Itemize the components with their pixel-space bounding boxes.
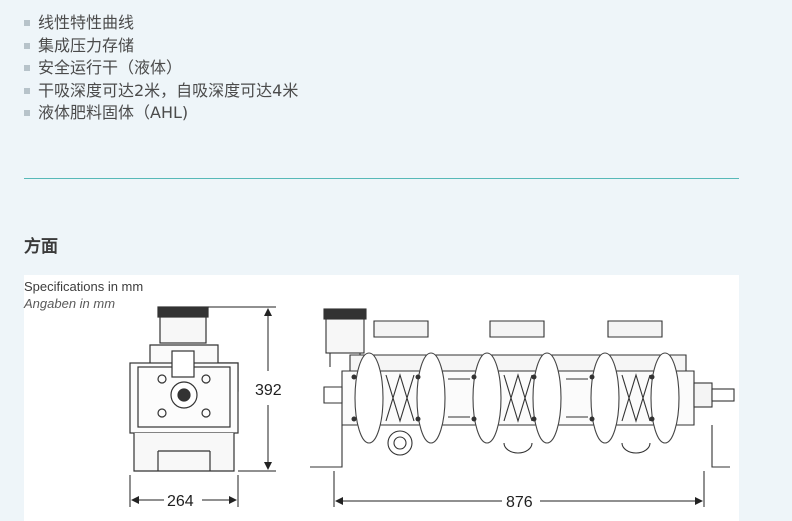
section-title: 方面 [24,237,58,257]
feature-item: 集成压力存储 [24,35,298,58]
feature-item: 干吸深度可达2米，自吸深度可达4米 [24,80,298,103]
bullet-icon [24,110,30,117]
feature-item: 液体肥料固体（AHL) [24,102,298,125]
feature-text: 液体肥料固体（AHL) [38,103,189,122]
spec-units-en: Specifications in mm [24,279,144,294]
front-width-dimension [129,475,239,507]
pump-drawing-svg: 392 264 [129,306,735,511]
pump-front-view [129,306,239,472]
dimension-drawing: Specifications in mm Angaben in mm [24,275,739,521]
feature-list: 线性特性曲线 集成压力存储 安全运行干（液体） 干吸深度可达2米，自吸深度可达4… [24,12,298,125]
pump-side-view [310,308,735,468]
bullet-icon [24,87,30,94]
feature-text: 线性特性曲线 [38,13,135,32]
section-divider [24,178,739,179]
feature-text: 安全运行干（液体） [38,58,183,77]
dimension-height-label: 392 [255,382,282,399]
feature-item: 安全运行干（液体） [24,57,298,80]
spec-units-de: Angaben in mm [24,296,116,311]
length-dimension [333,471,705,507]
feature-item: 线性特性曲线 [24,12,298,35]
bullet-icon [24,20,30,27]
dimension-length-label: 876 [506,494,533,511]
feature-text: 集成压力存储 [38,35,135,55]
bullet-icon [24,65,30,72]
height-dimension [208,306,276,472]
bullet-icon [24,42,30,49]
dimension-front-width-label: 264 [167,493,194,510]
feature-text: 干吸深度可达2米，自吸深度可达4米 [38,80,299,100]
